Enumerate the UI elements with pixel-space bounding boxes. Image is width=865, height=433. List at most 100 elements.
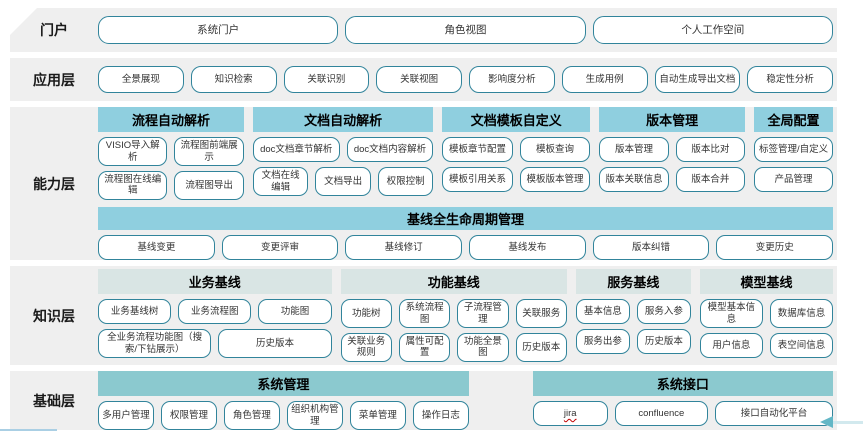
knowledge-box: 服务入参 — [636, 299, 691, 325]
group-row: 产品管理 — [754, 167, 833, 193]
baseline-row: 基线变更变更评审基线修订基线发布版本纠错变更历史 — [98, 234, 834, 260]
group-header: 业务基线 — [98, 269, 332, 295]
group-system-management: 系统管理 多用户管理权限管理角色管理组织机构管理菜单管理操作日志 — [98, 371, 469, 430]
group-header: 流程自动解析 — [98, 107, 244, 133]
group-service-baseline: 服务基线 基本信息服务入参 服务出参历史版本 — [575, 269, 691, 362]
group-row: 流程图在线编辑流程图导出 — [98, 171, 244, 200]
group-business-baseline: 业务基线 业务基线树业务流程图功能图 全业务流程功能图（搜索/下钻展示）历史版本 — [98, 269, 332, 362]
baseline-box: 变更历史 — [716, 234, 834, 260]
group-version-management: 版本管理 版本管理版本比对 版本关联信息版本合并 — [599, 107, 746, 200]
knowledge-box: 系统流程图 — [398, 299, 451, 328]
application-box: 关联视图 — [376, 66, 462, 93]
knowledge-box: 关联服务 — [515, 299, 567, 328]
capability-box: 流程图导出 — [174, 171, 244, 200]
layer-label-application: 应用层 — [33, 71, 75, 88]
group-header: 服务基线 — [575, 269, 691, 295]
group-header: 系统管理 — [98, 371, 469, 397]
knowledge-box: 关联业务规则 — [340, 333, 392, 362]
layer-application: 应用层 全景展现知识检索关联识别关联视图影响度分析生成用例自动生成导出文档稳定性… — [10, 58, 837, 101]
knowledge-box: 功能树 — [340, 299, 392, 328]
application-box: 稳定性分析 — [747, 66, 833, 93]
group-row: 版本管理版本比对 — [599, 137, 746, 163]
group-header: 全局配置 — [754, 107, 833, 133]
layer-label-knowledge: 知识层 — [33, 307, 75, 324]
interface-box-jira: jira — [532, 401, 608, 427]
portal-box: 角色视图 — [345, 16, 586, 44]
group-row: 版本关联信息版本合并 — [599, 167, 746, 193]
layer-foundation: 基础层 系统管理 多用户管理权限管理角色管理组织机构管理菜单管理操作日志 系统接… — [10, 371, 837, 430]
layer-label-foundation: 基础层 — [33, 392, 75, 409]
group-row: 功能树系统流程图子流程管理关联服务 — [340, 299, 567, 328]
group-doc-template-custom: 文档模板自定义 模板章节配置模板查询 模板引用关系模板版本管理 — [442, 107, 591, 200]
application-row: 全景展现知识检索关联识别关联视图影响度分析生成用例自动生成导出文档稳定性分析 — [98, 66, 833, 93]
layer-label-capability: 能力层 — [33, 175, 75, 192]
foundation-box: 组织机构管理 — [286, 401, 343, 430]
portal-box: 个人工作空间 — [592, 16, 833, 44]
foundation-box: 操作日志 — [412, 401, 469, 430]
group-header: 文档模板自定义 — [442, 107, 591, 133]
capability-box: 流程图前端展示 — [174, 137, 244, 166]
application-box: 知识检索 — [190, 66, 277, 93]
application-box: 自动生成导出文档 — [654, 66, 741, 93]
capability-box: doc文档内容解析 — [346, 137, 434, 163]
knowledge-box: 子流程管理 — [457, 299, 509, 328]
portal-content: 系统门户角色视图个人工作空间 — [98, 8, 837, 52]
layer-capability: 能力层 流程自动解析 VISIO导入解析流程图前端展示 流程图在线编辑流程图导出… — [10, 107, 837, 260]
capability-box: 文档在线编辑 — [252, 167, 309, 196]
portal-box: 系统门户 — [98, 16, 339, 44]
capability-box: 版本关联信息 — [599, 167, 669, 193]
capability-groups: 流程自动解析 VISIO导入解析流程图前端展示 流程图在线编辑流程图导出 文档自… — [98, 107, 833, 200]
capability-box: 版本合并 — [675, 167, 746, 193]
group-row: 用户信息表空间信息 — [699, 333, 833, 358]
capability-box: VISIO导入解析 — [98, 137, 168, 166]
foundation-content: 系统管理 多用户管理权限管理角色管理组织机构管理菜单管理操作日志 系统接口 ji… — [98, 371, 837, 430]
application-box: 关联识别 — [283, 66, 370, 93]
layer-label-portal: 门户 — [40, 22, 68, 38]
capability-box: 文档导出 — [315, 167, 371, 196]
baseline-box: 基线发布 — [469, 234, 586, 260]
group-row: VISIO导入解析流程图前端展示 — [98, 137, 244, 166]
knowledge-box: 业务流程图 — [178, 299, 252, 325]
group-row: 模板章节配置模板查询 — [442, 137, 591, 163]
baseline-box: 变更评审 — [221, 234, 339, 260]
baseline-lifecycle-banner: 基线全生命周期管理 — [98, 206, 833, 230]
arrow-tail — [833, 420, 863, 424]
bottom-edge-line — [0, 429, 57, 431]
group-header: 模型基线 — [699, 269, 833, 295]
knowledge-groups: 业务基线 业务基线树业务流程图功能图 全业务流程功能图（搜索/下钻展示）历史版本… — [98, 269, 833, 362]
capability-content: 流程自动解析 VISIO导入解析流程图前端展示 流程图在线编辑流程图导出 文档自… — [98, 107, 837, 260]
knowledge-box: 用户信息 — [699, 333, 763, 358]
group-row: 文档在线编辑文档导出权限控制 — [252, 167, 434, 196]
group-model-baseline: 模型基线 模型基本信息数据库信息 用户信息表空间信息 — [699, 269, 833, 362]
baseline-box: 基线修订 — [345, 234, 463, 260]
capability-box: 模板查询 — [519, 137, 591, 163]
knowledge-box: 功能全景图 — [457, 333, 509, 362]
knowledge-box: 全业务流程功能图（搜索/下钻展示） — [98, 329, 212, 358]
group-row: 全业务流程功能图（搜索/下钻展示）历史版本 — [98, 329, 332, 358]
capability-box: doc文档章节解析 — [252, 137, 340, 163]
baseline-box: 基线变更 — [98, 234, 215, 260]
group-row: 模板引用关系模板版本管理 — [442, 167, 591, 193]
foundation-box: 菜单管理 — [349, 401, 406, 430]
group-row: 多用户管理权限管理角色管理组织机构管理菜单管理操作日志 — [98, 401, 469, 430]
layer-portal: 门户 系统门户角色视图个人工作空间 — [10, 8, 837, 52]
arrow-head-icon — [820, 416, 833, 428]
knowledge-box: 基本信息 — [575, 299, 630, 325]
capability-box: 模板引用关系 — [442, 167, 513, 193]
application-box: 全景展现 — [98, 66, 184, 93]
left-arrow-decoration — [820, 416, 863, 428]
knowledge-box: 历史版本 — [218, 329, 332, 358]
foundation-groups: 系统管理 多用户管理权限管理角色管理组织机构管理菜单管理操作日志 系统接口 ji… — [98, 371, 833, 430]
knowledge-content: 业务基线 业务基线树业务流程图功能图 全业务流程功能图（搜索/下钻展示）历史版本… — [98, 266, 837, 365]
knowledge-box: 表空间信息 — [769, 333, 833, 358]
foundation-box: 权限管理 — [160, 401, 217, 430]
capability-box: 产品管理 — [754, 167, 833, 193]
interface-box-api-automation: 接口自动化平台 — [714, 401, 833, 427]
capability-box: 版本管理 — [599, 137, 669, 163]
portal-row: 系统门户角色视图个人工作空间 — [98, 16, 833, 44]
baseline-box: 版本纠错 — [592, 234, 710, 260]
foundation-box: 多用户管理 — [98, 401, 154, 430]
